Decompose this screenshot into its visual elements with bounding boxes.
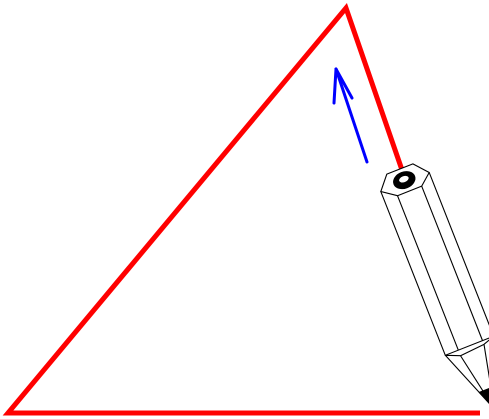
arrow-up-icon [332, 67, 369, 164]
pencil-body [380, 171, 489, 356]
pencil-icon [380, 163, 489, 410]
pencil-tip [478, 386, 489, 410]
triangle [2, 2, 480, 416]
triangle-edge-left-and-top [2, 2, 480, 416]
